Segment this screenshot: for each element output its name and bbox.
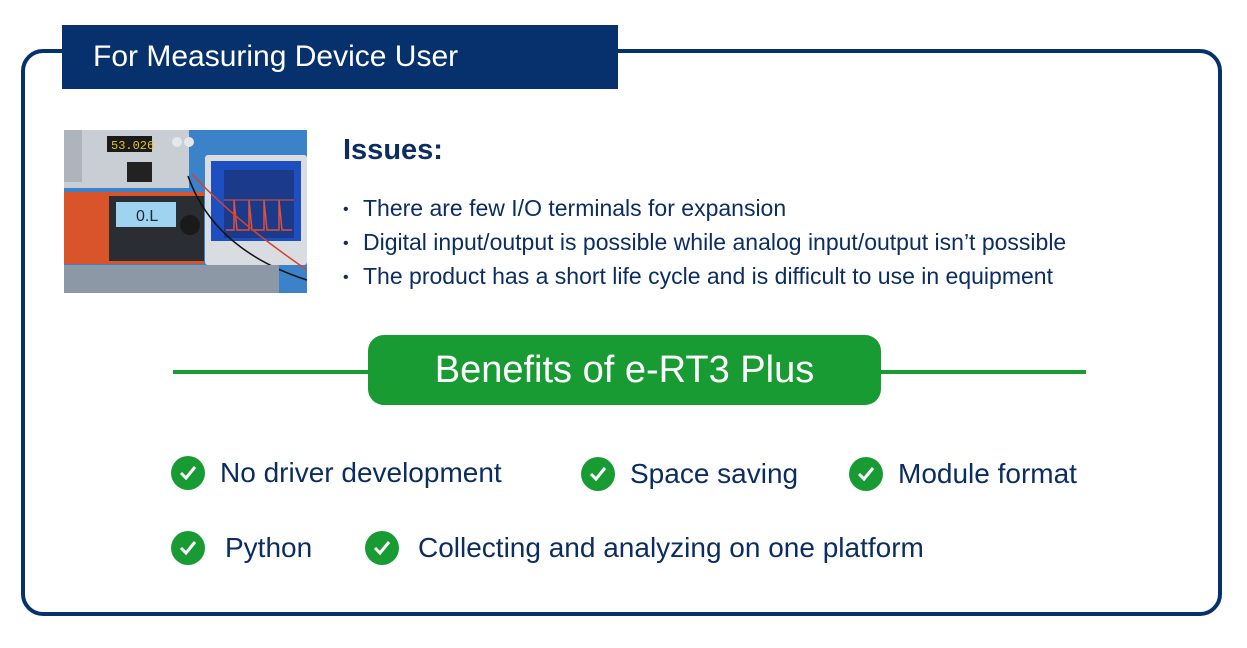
divider-left xyxy=(173,370,369,374)
benefit-item: No driver development xyxy=(171,456,502,490)
check-circle-icon xyxy=(171,456,205,490)
content-frame xyxy=(21,49,1222,616)
issues-list: There are few I/O terminals for expansio… xyxy=(343,192,1066,294)
benefit-label: Python xyxy=(225,532,313,563)
benefit-item: Python xyxy=(171,531,312,565)
benefit-item: Space saving xyxy=(581,457,798,491)
benefit-label: Module format xyxy=(898,458,1077,489)
measuring-equipment-image: 53.026 0.L xyxy=(64,130,307,293)
benefit-item: Collecting and analyzing on one platform xyxy=(365,531,924,565)
multimeter-display: 0.L xyxy=(136,208,158,225)
power-supply-display: 53.026 xyxy=(111,139,154,153)
check-circle-icon xyxy=(171,531,205,565)
divider-right xyxy=(880,370,1086,374)
issue-item: Digital input/output is possible while a… xyxy=(343,226,1066,260)
check-circle-icon xyxy=(365,531,399,565)
issue-item: There are few I/O terminals for expansio… xyxy=(343,192,1066,226)
benefits-heading: Benefits of e-RT3 Plus xyxy=(368,335,881,405)
check-circle-icon xyxy=(849,457,883,491)
section-title-text: For Measuring Device User xyxy=(93,40,459,73)
section-title: For Measuring Device User xyxy=(62,25,618,89)
benefits-heading-text: Benefits of e-RT3 Plus xyxy=(434,348,815,391)
benefit-label: No driver development xyxy=(220,457,502,488)
benefit-item: Module format xyxy=(849,457,1077,491)
check-circle-icon xyxy=(581,457,615,491)
issue-item: The product has a short life cycle and i… xyxy=(343,260,1066,294)
issues-heading: Issues: xyxy=(343,134,443,166)
equipment-photo: 53.026 0.L xyxy=(64,130,307,293)
benefit-label: Space saving xyxy=(630,458,799,489)
benefit-label: Collecting and analyzing on one platform xyxy=(418,532,924,563)
